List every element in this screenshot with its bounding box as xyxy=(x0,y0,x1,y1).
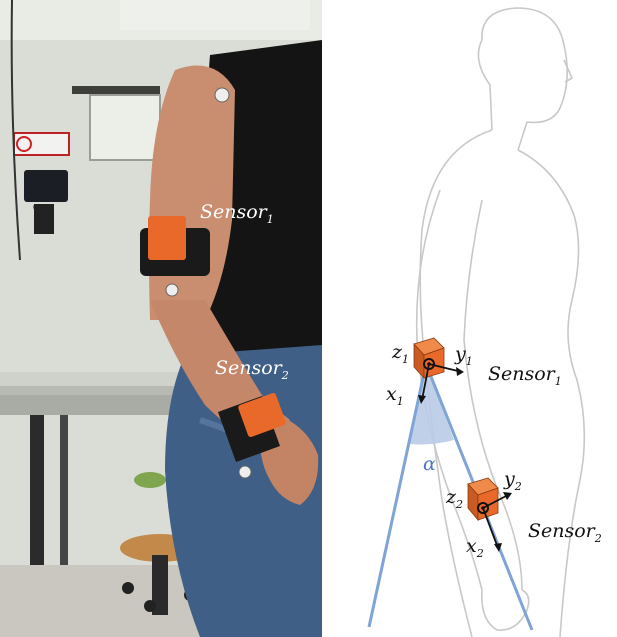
diagram-sensor-1 xyxy=(414,338,444,378)
diagram-sensor-1-label: Sensor1 xyxy=(488,363,562,388)
body-outline xyxy=(417,8,585,637)
wall-panel xyxy=(90,95,160,160)
y1-label: y1 xyxy=(454,343,473,368)
marker-wrist xyxy=(239,466,251,478)
camera xyxy=(24,170,68,202)
marker-shoulder xyxy=(215,88,229,102)
y2-label: y2 xyxy=(503,468,522,493)
x2-label: x2 xyxy=(466,535,484,560)
z2-label: z2 xyxy=(445,486,463,511)
y1-arrowhead xyxy=(456,367,464,376)
photo-sensor-1 xyxy=(148,216,186,260)
photo-sensor-2-label: Sensor2 xyxy=(215,357,289,382)
sensor-diagram: z1 y1 Sensor1 x1 α y2 z2 Sensor2 x2 xyxy=(322,0,617,637)
marker-elbow xyxy=(166,284,178,296)
angle-label: α xyxy=(423,453,436,475)
photo-sensor-1-label: Sensor1 xyxy=(200,201,274,226)
x1-label: x1 xyxy=(386,383,404,408)
photo-panel: Sensor1 Sensor2 xyxy=(0,0,322,637)
photo-illustration: Sensor1 Sensor2 xyxy=(0,0,322,637)
z1-label: z1 xyxy=(391,341,409,366)
diagram-panel: z1 y1 Sensor1 x1 α y2 z2 Sensor2 x2 xyxy=(322,0,617,637)
diagram-sensor-2-label: Sensor2 xyxy=(528,520,602,545)
diagram-sensor-2 xyxy=(468,478,498,520)
